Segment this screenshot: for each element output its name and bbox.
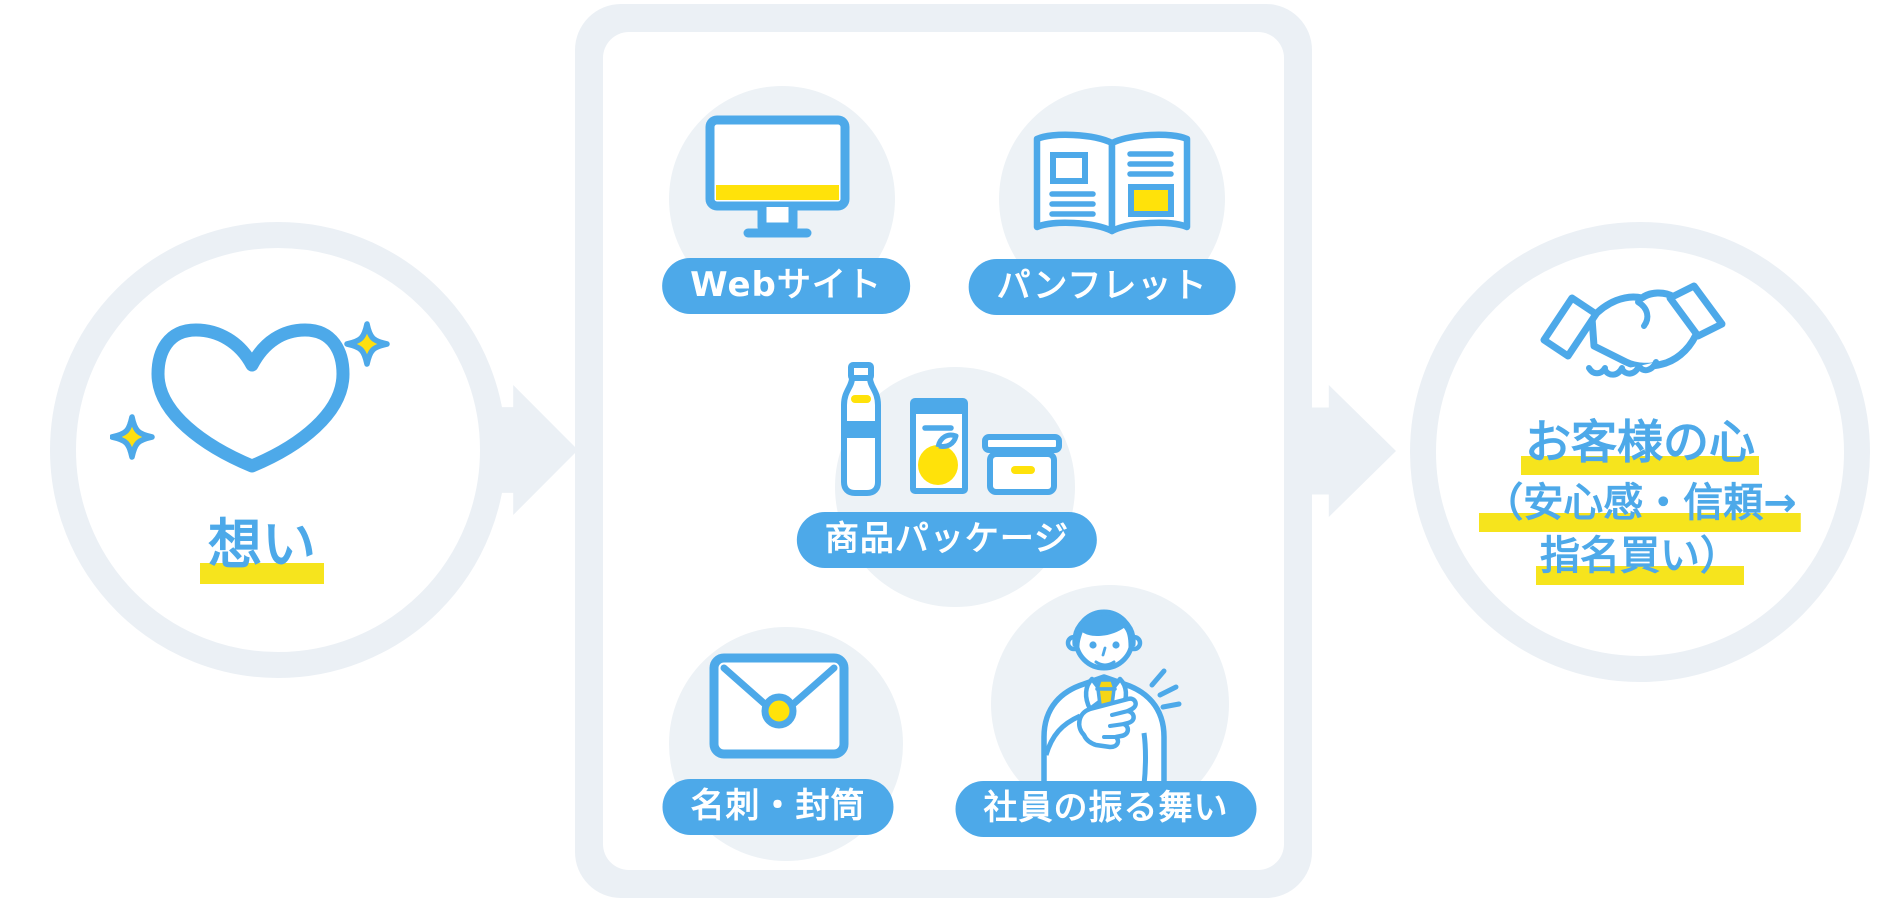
touchpoint-badge-pamphlet: パンフレット	[968, 259, 1236, 315]
result-subtitle-line2-text: 指名買い）	[1536, 532, 1744, 585]
result-subtitle-line1-text: （安心感・信頼→	[1479, 480, 1801, 532]
result-title-text: お客様の心	[1521, 415, 1759, 475]
handshake-icon	[1540, 282, 1726, 378]
result-subtitle-line2: 指名買い）	[1410, 530, 1870, 585]
result-title: お客様の心	[1410, 408, 1870, 477]
employee-person-icon	[1041, 609, 1182, 785]
touchpoint-badge-envelope: 名刺・封筒	[662, 779, 894, 835]
flow-arrow-left	[498, 385, 578, 515]
source-label: 想い	[200, 500, 324, 584]
flow-arrow-right	[1312, 385, 1396, 517]
monitor-icon	[705, 115, 850, 238]
touchpoint-badge-website: Webサイト	[662, 258, 910, 314]
source-label-text: 想い	[200, 513, 324, 584]
pamphlet-icon	[1033, 131, 1191, 235]
touchpoint-badge-package: 商品パッケージ	[796, 512, 1098, 568]
envelope-icon	[709, 653, 849, 759]
result-subtitle-line1: （安心感・信頼→	[1410, 477, 1870, 532]
touchpoint-badge-employee: 社員の振る舞い	[955, 781, 1257, 837]
heart-sparkles-icon	[110, 321, 390, 473]
product-package-icon	[841, 362, 1062, 496]
result-text-block: お客様の心 （安心感・信頼→ 指名買い）	[1410, 408, 1870, 585]
